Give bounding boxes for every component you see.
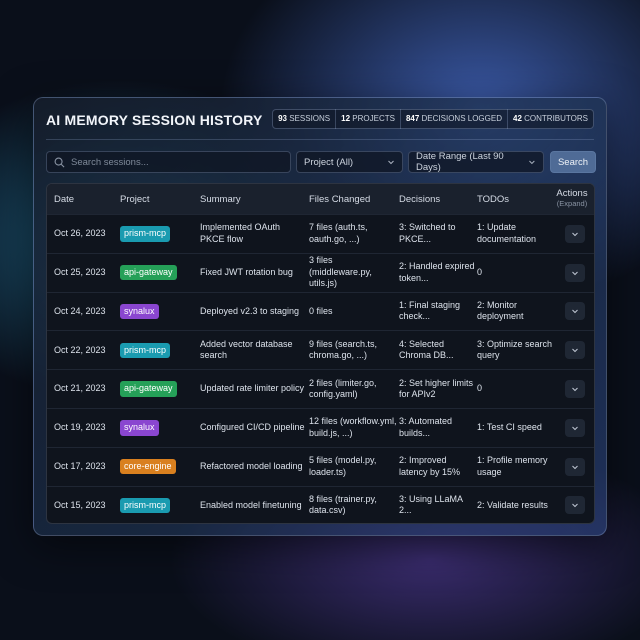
col-todos[interactable]: TODOs [477, 193, 510, 205]
cell-decisions: 3: Switched to PKCE... [399, 222, 456, 244]
table-row[interactable]: Oct 22, 2023 prism-mcp Added vector databa… [47, 330, 594, 369]
expand-button[interactable] [565, 380, 585, 399]
cell-files: 0 files [309, 305, 333, 316]
cell-todos: 0 [477, 383, 483, 394]
cell-summary: Fixed JWT rotation bug [200, 266, 293, 277]
project-filter-dropdown[interactable]: Project (All) [296, 151, 403, 173]
cell-todos: 3: Optimize search query [477, 338, 553, 361]
cell-files: 7 files (auth.ts, oauth.go, ...) [309, 222, 368, 244]
chevron-down-icon [572, 504, 578, 508]
cell-todos: 1: Update documentation [477, 222, 537, 244]
date-range-dropdown[interactable]: Date Range (Last 90 Days) [408, 151, 544, 173]
cell-date: Oct 25, 2023 [54, 266, 106, 277]
search-icon [54, 157, 65, 167]
cell-summary: Deployed v2.3 to staging [200, 305, 300, 316]
page-title: AI MEMORY SESSION HISTORY [46, 112, 263, 128]
search-placeholder: Search sessions... [71, 156, 149, 168]
cell-decisions: 2: Handled expired token... [399, 261, 475, 283]
cell-summary: Added vector database search [200, 338, 293, 361]
cell-date: Oct 21, 2023 [54, 383, 106, 394]
col-actions: Actions(Expand) [556, 188, 588, 209]
cell-decisions: 2: Improved latency by 15% [399, 455, 461, 477]
expand-button[interactable] [565, 302, 585, 321]
search-button[interactable]: Search [550, 151, 596, 173]
cell-files: 12 files (workflow.yml, build.js, ...) [309, 416, 397, 438]
project-badge: prism-mcp [120, 497, 170, 514]
cell-summary: Updated rate limiter policy [200, 383, 305, 394]
project-badge: api-gateway [120, 381, 177, 397]
stat-sessions: 93 SESSIONS [273, 109, 337, 129]
cell-date: Oct 24, 2023 [54, 305, 106, 316]
chevron-down-icon [572, 465, 578, 469]
cell-files: 8 files (trainer.py, data.csv) [309, 493, 377, 516]
table-row[interactable]: Oct 26, 2023 prism-mcp Implemented OAuth P… [47, 214, 594, 253]
project-badge: core-engine [120, 458, 176, 475]
table-row[interactable]: Oct 21, 2023 api-gateway Updated rate limi… [47, 369, 594, 408]
cell-date: Oct 15, 2023 [54, 499, 106, 510]
session-history-panel: AI MEMORY SESSION HISTORY 93 SESSIONS 12… [33, 97, 607, 536]
cell-todos: 1: Test CI speed [477, 422, 542, 433]
cell-files: 3 files (middleware.py, utils.js) [309, 255, 372, 289]
expand-button[interactable] [565, 224, 585, 243]
cell-files: 9 files (search.ts, chroma.go, ...) [309, 338, 378, 361]
expand-button[interactable] [565, 496, 585, 515]
cell-date: Oct 26, 2023 [54, 228, 106, 239]
expand-button[interactable] [565, 341, 585, 360]
project-badge: prism-mcp [120, 226, 170, 242]
expand-button[interactable] [565, 263, 585, 282]
chevron-down-icon [572, 348, 578, 353]
table-row[interactable]: Oct 24, 2023 synalux Deployed v2.3 to stag… [47, 291, 594, 331]
cell-summary: Implemented OAuth PKCE flow [200, 222, 281, 244]
table-row[interactable]: Oct 17, 2023 core-engine Refactored model … [47, 446, 594, 486]
col-date[interactable]: Date [54, 193, 75, 205]
chevron-down-icon [572, 310, 578, 314]
stat-decisions: 847 DECISIONS LOGGED [401, 109, 508, 129]
cell-todos: 0 [477, 266, 483, 277]
cell-decisions: 3: Automated builds... [399, 416, 453, 438]
cell-summary: Refactored model loading [200, 460, 303, 471]
cell-todos: 2: Monitor deployment [477, 299, 524, 322]
chevron-down-icon [529, 160, 535, 165]
search-input[interactable]: Search sessions... [46, 151, 291, 173]
table-header: Date Project Summary Files Changed Decis… [47, 184, 594, 214]
cell-files: 2 files (limiter.go, config.yaml) [309, 377, 377, 400]
project-badge: api-gateway [120, 264, 177, 281]
stats-bar: 93 SESSIONS 12 PROJECTS 847 DECISIONS LO… [272, 109, 594, 129]
chevron-down-icon [572, 232, 578, 237]
table-row[interactable]: Oct 19, 2023 synalux Configured CI/CD pipe… [47, 407, 594, 447]
expand-button[interactable] [565, 418, 585, 437]
cell-date: Oct 22, 2023 [54, 344, 106, 355]
cell-date: Oct 19, 2023 [54, 422, 106, 433]
stat-contributors: 42 CONTRIBUTORS [513, 114, 588, 123]
cell-decisions: 4: Selected Chroma DB... [399, 338, 454, 361]
sessions-table: Date Project Summary Files Changed Decis… [46, 183, 595, 524]
project-badge: synalux [120, 303, 159, 320]
cell-summary: Enabled model finetuning [200, 499, 302, 510]
cell-summary: Configured CI/CD pipeline [200, 422, 305, 433]
table-row[interactable]: Oct 15, 2023 prism-mcp Enabled model finet… [47, 485, 594, 523]
project-filter-value: Project (All) [304, 156, 354, 168]
cell-decisions: 2: Set higher limits for APIv2 [399, 377, 474, 400]
col-summary[interactable]: Summary [200, 193, 241, 205]
col-decisions[interactable]: Decisions [399, 193, 441, 205]
chevron-down-icon [572, 271, 578, 275]
project-badge: prism-mcp [120, 342, 170, 359]
cell-decisions: 3: Using LLaMA 2... [399, 493, 463, 516]
stat-projects: 12 PROJECTS [336, 109, 401, 129]
table-row[interactable]: Oct 25, 2023 api-gateway Fixed JWT rotatio… [47, 252, 594, 292]
date-range-value: Date Range (Last 90 Days) [416, 151, 504, 173]
chevron-down-icon [572, 426, 578, 431]
col-project[interactable]: Project [120, 193, 150, 205]
expand-button[interactable] [565, 457, 585, 476]
cell-date: Oct 17, 2023 [54, 460, 106, 471]
chevron-down-icon [572, 387, 578, 392]
project-badge: synalux [120, 420, 159, 436]
cell-todos: 1: Profile memory usage [477, 455, 548, 477]
divider [46, 139, 594, 140]
chevron-down-icon [388, 160, 394, 165]
cell-decisions: 1: Final staging check... [399, 299, 461, 322]
col-files[interactable]: Files Changed [309, 193, 371, 205]
cell-todos: 2: Validate results [477, 499, 548, 510]
cell-files: 5 files (model.py, loader.ts) [309, 455, 377, 477]
